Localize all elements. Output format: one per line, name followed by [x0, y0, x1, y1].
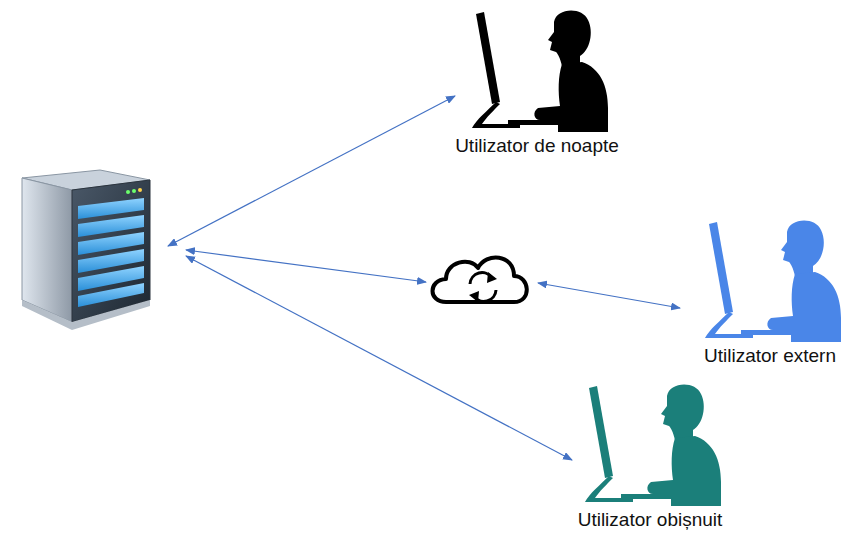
user-node: Utilizator obișnuit — [570, 376, 730, 532]
user-at-computer-icon — [695, 212, 845, 344]
user-node: Utilizator de noapte — [450, 2, 624, 158]
cloud-sync-icon — [433, 258, 527, 302]
link-arrow — [168, 96, 455, 246]
user-node: Utilizator extern — [690, 212, 850, 368]
server-icon — [22, 170, 150, 330]
user-label: Utilizator obișnuit — [570, 508, 730, 532]
user-at-computer-icon — [575, 376, 725, 508]
user-label: Utilizator de noapte — [450, 134, 624, 158]
link-arrow — [538, 283, 680, 308]
user-label: Utilizator extern — [690, 344, 850, 368]
link-arrow — [186, 256, 572, 460]
connection-arrows — [168, 96, 680, 460]
user-at-computer-icon — [462, 2, 612, 134]
link-arrow — [186, 250, 426, 282]
